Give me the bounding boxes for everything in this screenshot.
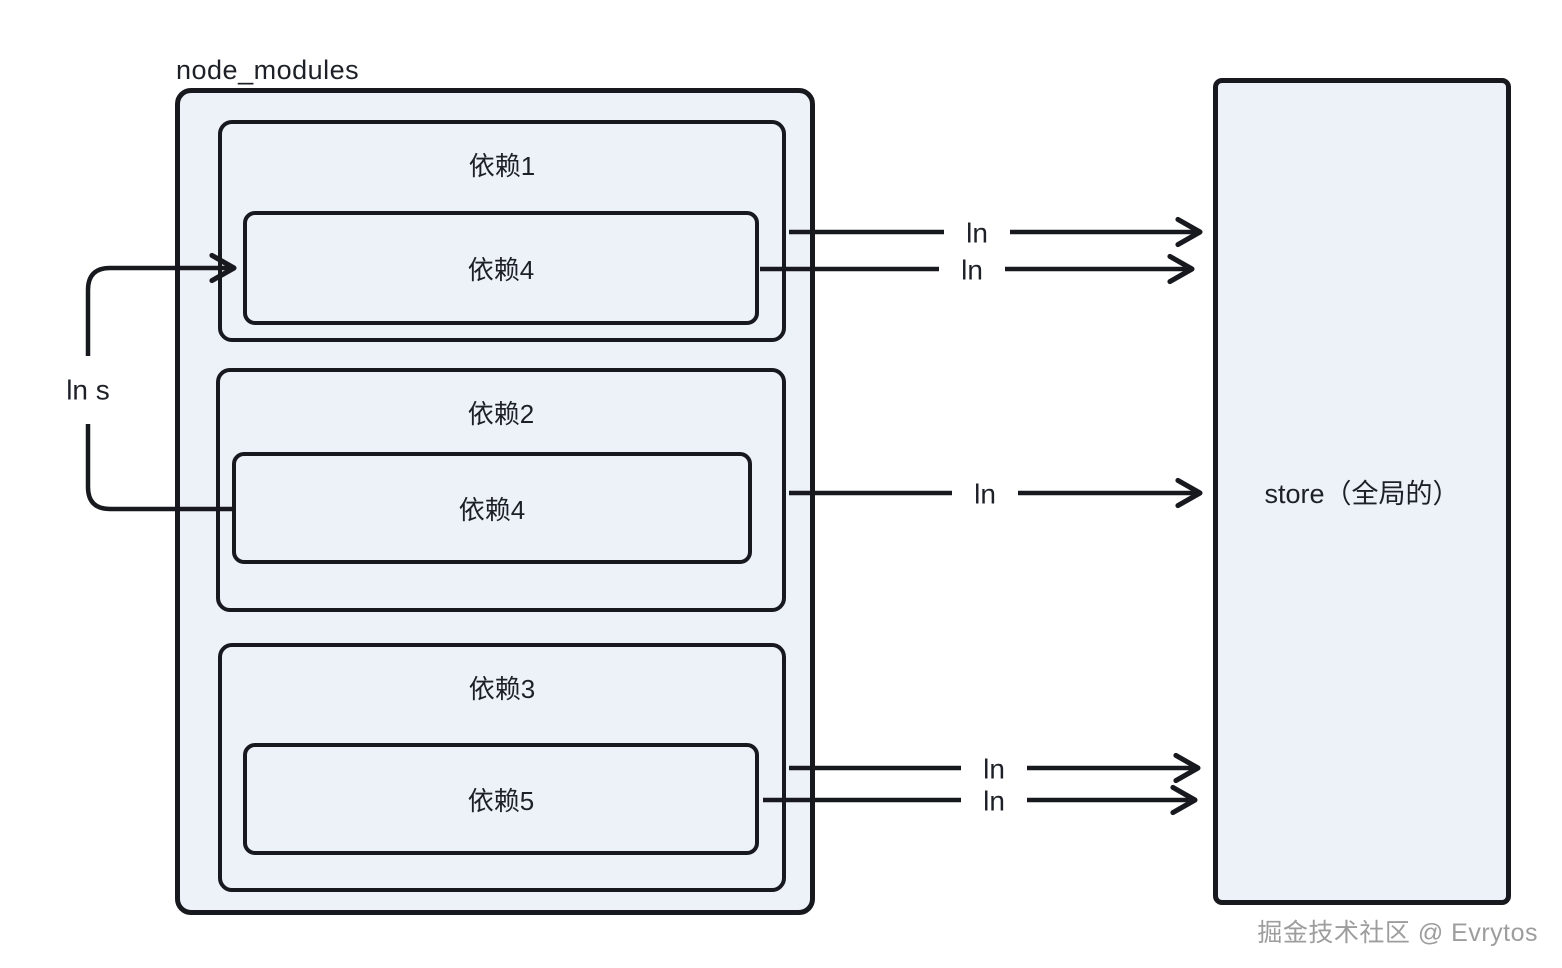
store-label: store（全局的） bbox=[1264, 479, 1460, 509]
link-label-1: ln bbox=[966, 218, 988, 249]
link-label-bg-3 bbox=[952, 473, 1018, 513]
node-modules-title: node_modules bbox=[176, 55, 360, 85]
link-label-bg-4 bbox=[961, 748, 1027, 788]
child-box-dep5-in-dep3: 依赖5 bbox=[243, 743, 759, 855]
store-box: store（全局的） bbox=[1213, 78, 1511, 905]
watermark: 掘金技术社区 @ Evrytos bbox=[1257, 919, 1538, 947]
link-label-3: ln bbox=[974, 479, 996, 510]
link-label-5: ln bbox=[983, 786, 1005, 817]
link-label-bg-2 bbox=[939, 249, 1005, 289]
link-label-4: ln bbox=[983, 754, 1005, 785]
child-label-dep4-in-dep1: 依赖4 bbox=[467, 254, 535, 285]
child-label-dep5-in-dep3: 依赖5 bbox=[467, 785, 535, 816]
child-label-dep4-in-dep2: 依赖4 bbox=[458, 494, 526, 525]
link-label-bg-5 bbox=[961, 780, 1027, 820]
symlink-label-bg bbox=[56, 356, 120, 424]
child-box-dep4-in-dep1: 依赖4 bbox=[243, 211, 759, 325]
group-label-dep3: 依赖3 bbox=[468, 674, 536, 704]
child-box-dep4-in-dep2: 依赖4 bbox=[232, 452, 752, 564]
group-label-dep2: 依赖2 bbox=[467, 399, 535, 429]
link-label-2: ln bbox=[961, 255, 983, 286]
symlink-label: ln s bbox=[66, 375, 110, 406]
link-label-bg-1 bbox=[944, 212, 1010, 252]
group-label-dep1: 依赖1 bbox=[468, 151, 536, 181]
